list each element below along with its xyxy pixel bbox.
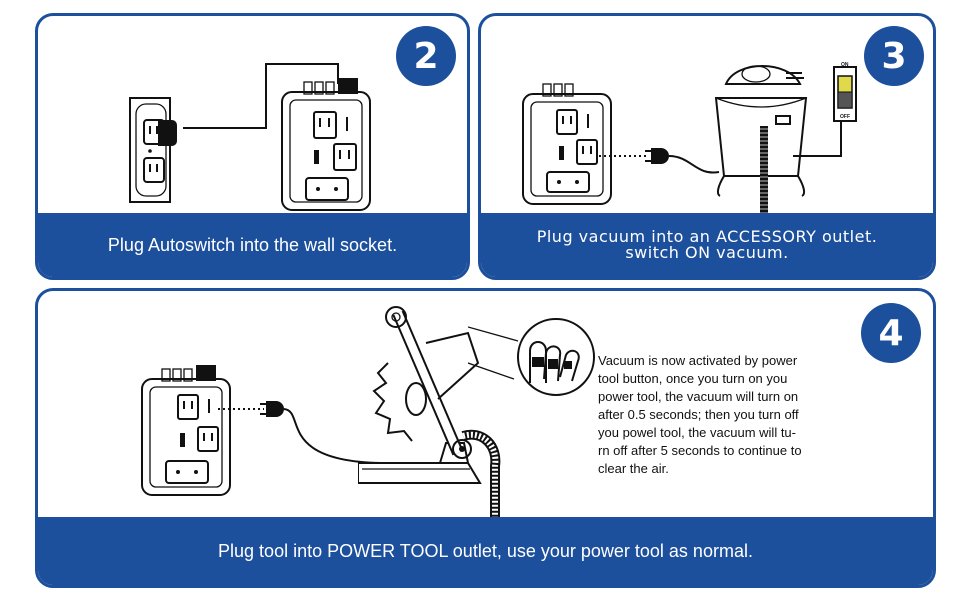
power-switch-icon <box>833 66 857 122</box>
dust-hose-icon <box>461 429 501 524</box>
description-line: power tool, the vacuum will turn on <box>598 389 799 404</box>
step-2-panel: 2 Plug Autoswitch into the wall socket. <box>35 13 470 280</box>
autoswitch-device-icon <box>522 83 612 205</box>
caption-line-2: switch ON vacuum. <box>625 243 789 262</box>
trigger-closeup-icon <box>468 318 595 396</box>
switch-on-label: ON <box>841 62 849 68</box>
activation-description: Vacuum is now activated by power tool bu… <box>598 352 838 478</box>
step-number-badge: 3 <box>864 26 924 86</box>
step-3-caption: Plug vacuum into an ACCESSORY outlet. sw… <box>481 213 933 277</box>
caption-text: Plug tool into POWER TOOL outlet, use yo… <box>218 540 753 561</box>
description-line: Vacuum is now activated by power <box>598 353 798 368</box>
wall-cord-icon <box>183 63 339 129</box>
description-line: after 0.5 seconds; then you turn off <box>598 407 799 422</box>
step-2-caption: Plug Autoswitch into the wall socket. <box>38 213 467 277</box>
caption-text: Plug Autoswitch into the wall socket. <box>107 234 398 255</box>
autoswitch-device-icon <box>281 78 371 211</box>
wall-outlet-icon <box>129 97 177 203</box>
autoswitch-device-icon <box>141 365 231 496</box>
description-line: you powel tool, the vacuum will tu- <box>598 425 796 440</box>
miter-saw-icon <box>358 306 482 484</box>
caption-line-1: Plug vacuum into an ACCESSORY outlet. <box>536 227 878 246</box>
shop-vacuum-icon <box>714 65 808 224</box>
plug-icon <box>599 148 720 174</box>
description-line: clear the air. <box>598 461 669 476</box>
plug-icon <box>218 401 382 464</box>
step-3-panel: ON OFF 3 Plug vacuum into an ACCESSORY o… <box>478 13 936 280</box>
step-4-panel: Vacuum is now activated by power tool bu… <box>35 288 936 588</box>
step-number-badge: 4 <box>861 303 921 363</box>
step-number-badge: 2 <box>396 26 456 86</box>
description-line: tool button, once you turn on you <box>598 371 788 386</box>
description-line: rn off after 5 seconds to continue to <box>598 443 802 458</box>
switch-off-label: OFF <box>840 114 850 120</box>
step-4-caption: Plug tool into POWER TOOL outlet, use yo… <box>38 517 933 585</box>
